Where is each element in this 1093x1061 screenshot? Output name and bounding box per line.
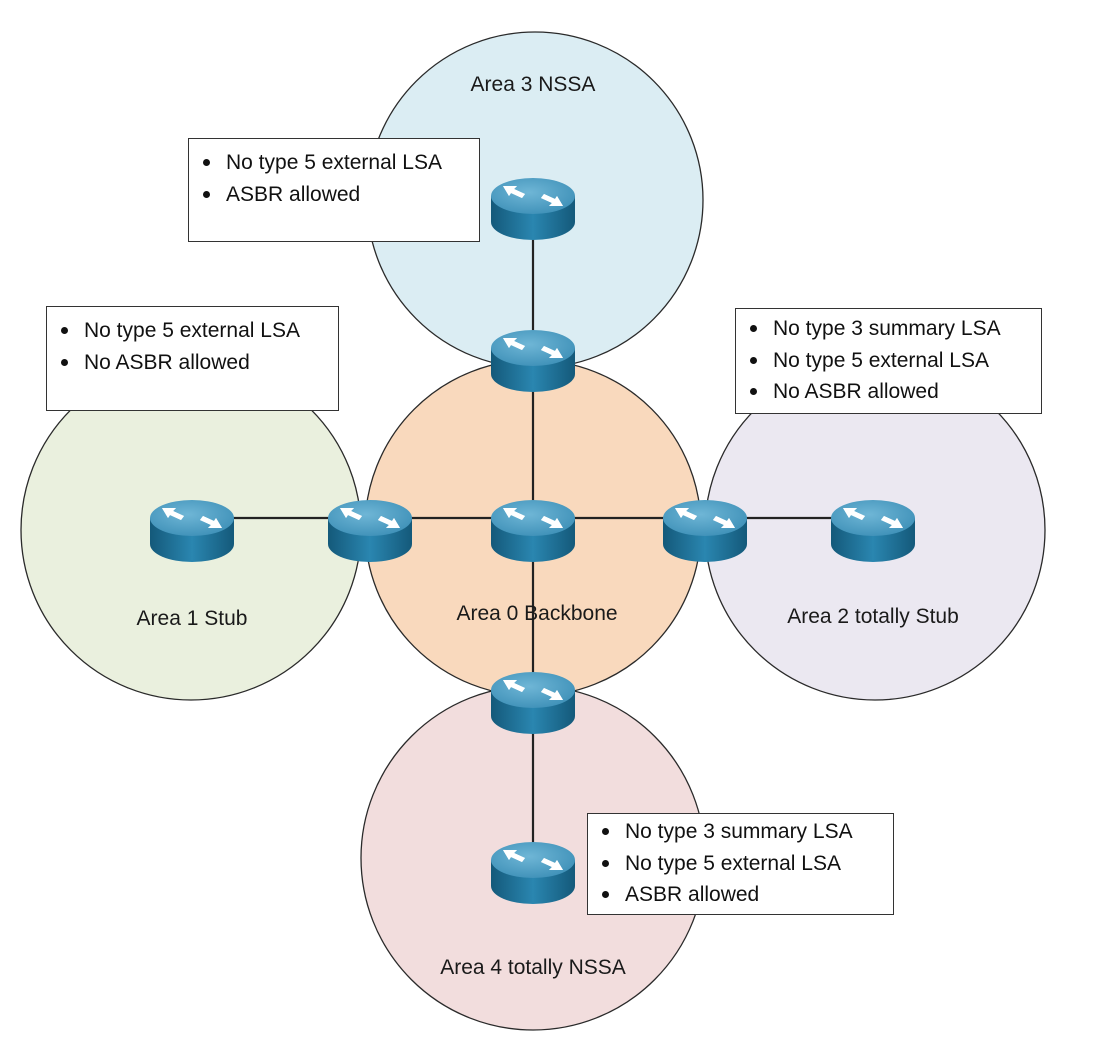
note-item: No ASBR allowed xyxy=(744,376,1031,408)
area0-label: Area 0 Backbone xyxy=(456,602,617,625)
note-item: No type 3 summary LSA xyxy=(744,313,1031,345)
router-icon xyxy=(491,842,575,904)
router-icon xyxy=(328,500,412,562)
area2-label: Area 2 totally Stub xyxy=(787,605,959,628)
area2-note-box: No type 3 summary LSA No type 5 external… xyxy=(735,308,1042,414)
bullet-icon xyxy=(61,327,68,335)
router-icon xyxy=(491,330,575,392)
bullet-icon xyxy=(602,859,609,867)
area4-note-box: No type 3 summary LSA No type 5 external… xyxy=(587,813,894,915)
note-item: No type 3 summary LSA xyxy=(596,816,883,848)
area1-label: Area 1 Stub xyxy=(137,607,248,630)
bullet-icon xyxy=(750,356,757,364)
bullet-icon xyxy=(602,891,609,899)
router-icon xyxy=(831,500,915,562)
note-item: ASBR allowed xyxy=(596,879,883,911)
note-item: No ASBR allowed xyxy=(55,347,328,379)
router-icon xyxy=(491,672,575,734)
note-item: No type 5 external LSA xyxy=(55,315,328,347)
bullet-icon xyxy=(602,828,609,836)
area1-note-box: No type 5 external LSA No ASBR allowed xyxy=(46,306,339,411)
area3-label: Area 3 NSSA xyxy=(471,73,596,96)
router-icon xyxy=(491,178,575,240)
bullet-icon xyxy=(203,190,210,198)
note-item: No type 5 external LSA xyxy=(596,848,883,880)
area3-note-box: No type 5 external LSA ASBR allowed xyxy=(188,138,480,242)
bullet-icon xyxy=(203,159,210,167)
note-item: No type 5 external LSA xyxy=(744,345,1031,377)
bullet-icon xyxy=(61,358,68,366)
area4-label: Area 4 totally NSSA xyxy=(440,956,626,979)
router-icon xyxy=(663,500,747,562)
bullet-icon xyxy=(750,325,757,333)
router-icon xyxy=(491,500,575,562)
note-item: ASBR allowed xyxy=(197,179,469,211)
router-icon xyxy=(150,500,234,562)
note-item: No type 5 external LSA xyxy=(197,147,469,179)
bullet-icon xyxy=(750,388,757,396)
